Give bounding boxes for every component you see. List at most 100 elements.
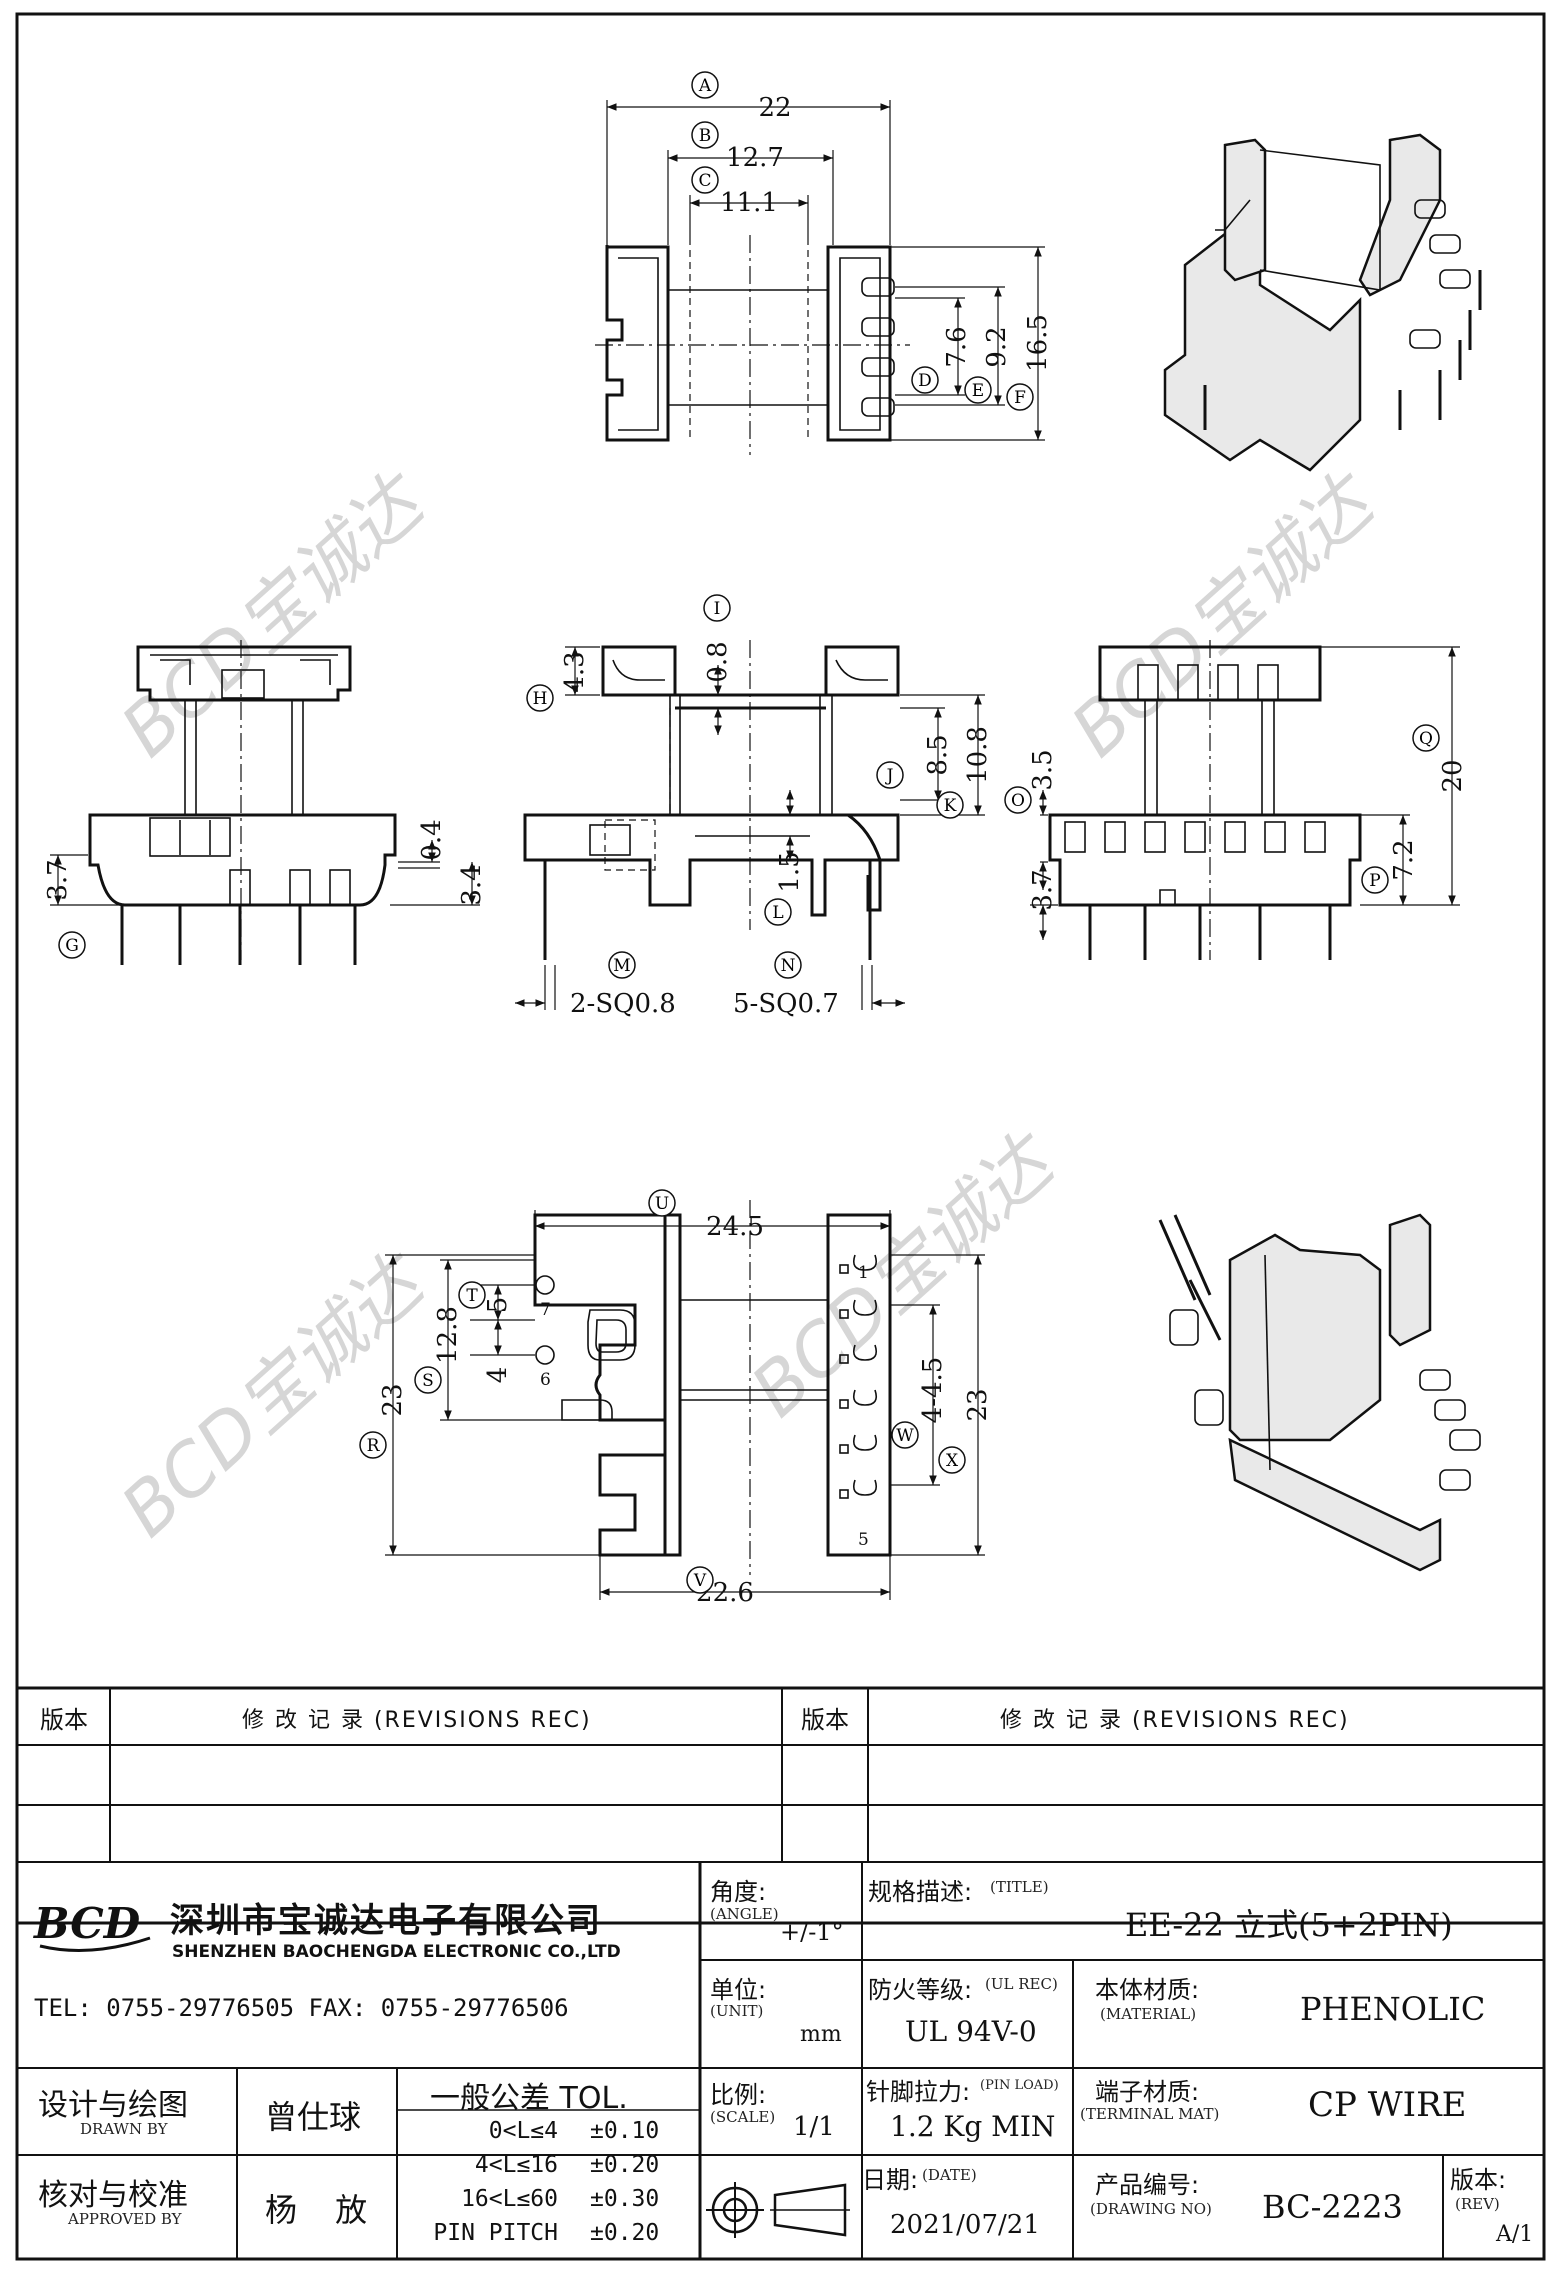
callout-letter: F bbox=[1014, 388, 1026, 408]
callout-letter: L bbox=[772, 903, 783, 923]
callout-circle bbox=[458, 1281, 486, 1309]
callout-circle bbox=[526, 684, 554, 712]
dim-J: 8.5 bbox=[923, 734, 953, 775]
dim-U: 24.5 bbox=[706, 1212, 764, 1242]
callout-letter: I bbox=[714, 599, 721, 619]
dim-O: 3.5 bbox=[1028, 749, 1058, 790]
callout-circle bbox=[891, 1421, 919, 1449]
callout-circle bbox=[359, 1431, 387, 1459]
callout-i: I bbox=[703, 594, 731, 622]
side-view-left: 3.7 0.4 3.4 bbox=[43, 640, 487, 965]
dim-N: 5-SQ0.7 bbox=[733, 989, 839, 1019]
callout-j: J bbox=[876, 761, 904, 789]
dim-G3: 3.4 bbox=[457, 864, 487, 905]
dim-Q: 20 bbox=[1438, 759, 1468, 792]
callout-circle bbox=[691, 71, 719, 99]
callout-letter: X bbox=[946, 1451, 959, 1471]
callout-c: C bbox=[691, 166, 719, 194]
callout-f: F bbox=[1006, 383, 1034, 411]
callout-k: K bbox=[936, 791, 964, 819]
callout-b: B bbox=[691, 121, 719, 149]
callout-letter: G bbox=[65, 936, 79, 956]
dim-H: 4.3 bbox=[560, 651, 590, 692]
dim-P: 7.2 bbox=[1389, 839, 1419, 880]
callout-letter: P bbox=[1369, 871, 1380, 891]
callout-u: U bbox=[648, 1189, 676, 1217]
dim-C: 11.1 bbox=[720, 188, 778, 218]
dim-F: 16.5 bbox=[1023, 314, 1053, 372]
callout-circle bbox=[414, 1366, 442, 1394]
callout-circle bbox=[936, 791, 964, 819]
callout-letter: V bbox=[693, 1571, 707, 1591]
dim-T2: 4 bbox=[483, 1367, 513, 1384]
dim-D: 7.6 bbox=[942, 326, 972, 367]
callout-letter: D bbox=[918, 371, 932, 391]
dim-L: 1.5 bbox=[775, 851, 805, 892]
isometric-view-bottom bbox=[1158, 1213, 1481, 1572]
callout-circle bbox=[686, 1566, 714, 1594]
pin-label-1: 1 bbox=[858, 1263, 869, 1283]
dim-K: 10.8 bbox=[963, 726, 993, 784]
callout-letter: T bbox=[466, 1286, 478, 1306]
callout-letter: E bbox=[972, 381, 984, 401]
callout-circle bbox=[691, 166, 719, 194]
callout-circle bbox=[911, 366, 939, 394]
callout-circle bbox=[764, 898, 792, 926]
dim-G2: 0.4 bbox=[417, 819, 447, 860]
callout-s: S bbox=[414, 1366, 442, 1394]
dim-O2: 3.7 bbox=[1028, 869, 1058, 910]
callout-circle bbox=[876, 761, 904, 789]
dim-S: 12.8 bbox=[433, 1306, 463, 1364]
callout-h: H bbox=[526, 684, 554, 712]
side-view-right: 3.5 3.7 7.2 20 bbox=[1028, 640, 1468, 960]
callout-circle bbox=[703, 594, 731, 622]
callout-circle bbox=[691, 121, 719, 149]
callout-letter: Q bbox=[1419, 729, 1433, 749]
dim-R: 23 bbox=[378, 1383, 408, 1416]
callout-circle bbox=[648, 1189, 676, 1217]
dim-M: 2-SQ0.8 bbox=[570, 989, 676, 1019]
callout-letter: M bbox=[613, 956, 630, 976]
callout-m: M bbox=[608, 951, 636, 979]
callout-r: R bbox=[359, 1431, 387, 1459]
dim-A: 22 bbox=[758, 93, 791, 123]
callout-letter: H bbox=[533, 689, 548, 709]
callout-n: N bbox=[774, 951, 802, 979]
title-block-grid bbox=[17, 1686, 1544, 2259]
callout-circle bbox=[1361, 866, 1389, 894]
callout-circle bbox=[774, 951, 802, 979]
pin-label-7: 7 bbox=[540, 1300, 551, 1320]
callout-letter: C bbox=[698, 171, 711, 191]
callout-circle bbox=[608, 951, 636, 979]
isometric-view-top bbox=[1163, 133, 1482, 472]
callout-circle bbox=[1412, 724, 1440, 752]
callout-x: X bbox=[938, 1446, 966, 1474]
watermark-text-1: BCD宝诚达 bbox=[105, 457, 443, 773]
pin-label-6: 6 bbox=[540, 1370, 551, 1390]
callout-g: G bbox=[58, 931, 86, 959]
callout-o: O bbox=[1004, 786, 1032, 814]
callout-circle bbox=[58, 931, 86, 959]
callout-letter: S bbox=[422, 1371, 434, 1391]
callout-letter: B bbox=[699, 126, 712, 146]
callout-letter: K bbox=[944, 796, 957, 816]
top-view: 22 12.7 11.1 7.6 9.2 16.5 bbox=[595, 93, 1053, 455]
callout-p: P bbox=[1361, 866, 1389, 894]
callout-a: A bbox=[691, 71, 719, 99]
sheet-border bbox=[15, 12, 1546, 2261]
dim-B: 12.7 bbox=[726, 143, 784, 173]
dim-X: 23 bbox=[963, 1388, 993, 1421]
callout-letter: O bbox=[1011, 791, 1025, 811]
dim-W: 4-4.5 bbox=[918, 1357, 948, 1424]
front-view: 4.3 0.8 8.5 10.8 1.5 2-SQ0.8 5-SQ0.7 bbox=[515, 640, 993, 1019]
callout-letter: W bbox=[896, 1426, 914, 1446]
dim-G: 3.7 bbox=[43, 859, 73, 900]
watermark-text-2: BCD宝诚达 bbox=[1055, 457, 1393, 773]
callout-e: E bbox=[964, 376, 992, 404]
dim-T: 5 bbox=[483, 1297, 513, 1314]
callout-l: L bbox=[764, 898, 792, 926]
watermark-text-4: BCD宝诚达 bbox=[735, 1117, 1073, 1433]
callout-w: W bbox=[891, 1421, 919, 1449]
callout-circle bbox=[964, 376, 992, 404]
